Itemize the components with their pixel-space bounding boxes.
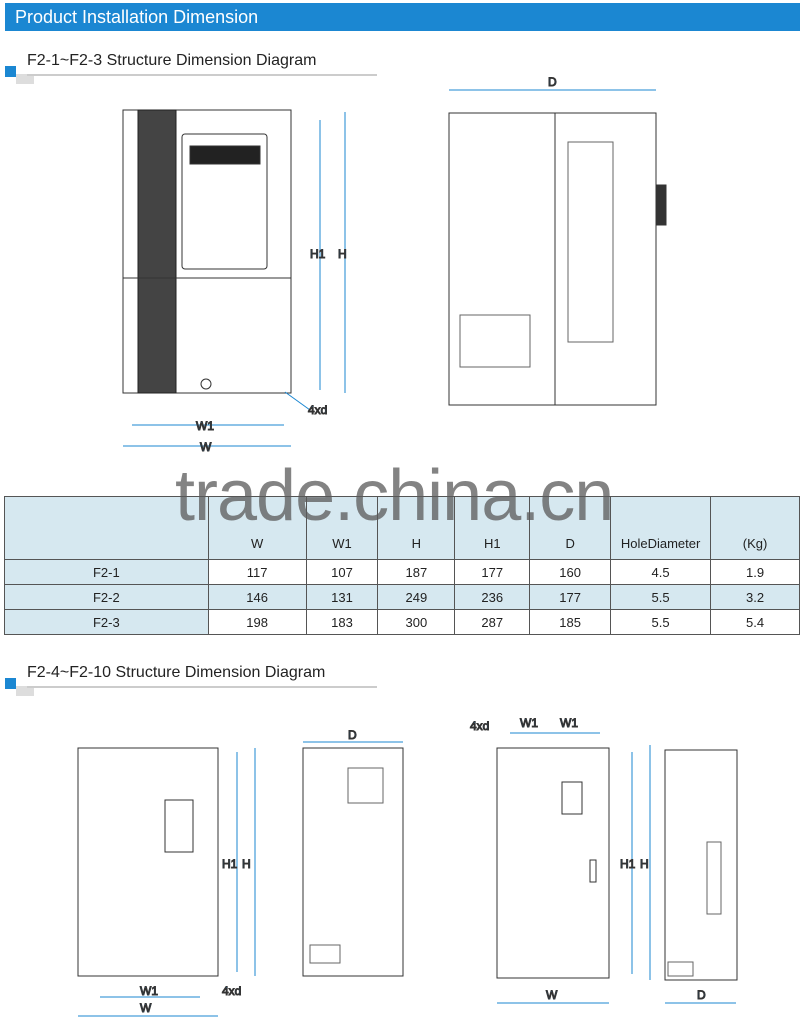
table-cell: 287 [454,609,531,635]
section-header-bar: Product Installation Dimension [5,3,800,31]
divider [27,686,377,688]
column-header: H [377,496,456,560]
title-marker-shadow [16,686,34,696]
side-view-large [302,747,404,977]
table-cell: 1.9 [710,559,800,585]
label-h: H [338,247,347,261]
column-header: HoleDiameter [610,496,712,560]
title-marker [5,678,16,689]
table-cell: 185 [529,609,612,635]
column-header: (Kg) [710,496,800,560]
front-view-large [77,747,219,977]
side-view-small [448,112,667,406]
label-w: W [546,988,558,1002]
cabinet-front-view [496,747,610,979]
front-view-small [122,109,292,394]
label-d: D [697,988,706,1002]
cabinet-side-view [664,749,738,981]
table-cell: 160 [529,559,612,585]
label-holes: 4xd [222,984,241,998]
table-cell: 146 [207,584,307,610]
label-holes: 4xd [308,403,327,417]
table-cell: 183 [305,609,379,635]
table-cell: 177 [454,559,531,585]
large-front-dimension-lines [78,748,256,1017]
label-d: D [348,728,357,742]
table-cell: 5.4 [710,609,800,635]
table-cell: 177 [529,584,612,610]
section-title-text: F2-1~F2-3 Structure Dimension Diagram [27,52,317,69]
label-h1: H1 [222,857,238,871]
section-title-1: F2-1~F2-3 Structure Dimension Diagram [5,52,385,84]
table-cell: 3.2 [710,584,800,610]
table-cell: F2-2 [4,584,209,610]
column-header: W1 [305,496,379,560]
table-cell: 5.5 [610,584,712,610]
label-w: W [140,1001,152,1015]
table-cell: 300 [377,609,456,635]
label-h: H [640,857,649,871]
table-cell: 249 [377,584,456,610]
label-h: H [242,857,251,871]
table-cell: 236 [454,584,531,610]
label-w1: W1 [520,716,538,730]
table-cell: F2-3 [4,609,209,635]
label-w1: W1 [560,716,578,730]
label-h1: H1 [620,857,636,871]
table-cell: 4.5 [610,559,712,585]
front-dimension-lines [123,112,346,447]
table-cell: 187 [377,559,456,585]
table-cell: 5.5 [610,609,712,635]
title-marker [5,66,16,77]
table-cell: F2-1 [4,559,209,585]
section-title-text: F2-4~F2-10 Structure Dimension Diagram [27,664,326,681]
section-title-2: F2-4~F2-10 Structure Dimension Diagram [5,664,385,696]
label-d: D [548,75,557,89]
watermark: trade.china.cn [175,456,614,536]
label-w1: W1 [196,419,214,433]
table-cell: 131 [305,584,379,610]
table-cell: 107 [305,559,379,585]
divider [27,74,377,76]
label-w: W [200,440,212,454]
column-header: W [207,496,307,560]
column-header [4,496,209,560]
column-header: D [529,496,612,560]
label-holes: 4xd [470,719,489,733]
table-cell: 198 [207,609,307,635]
cabinet-dimension-lines [497,732,736,1004]
title-marker-shadow [16,74,34,84]
label-h1: H1 [310,247,326,261]
label-w1: W1 [140,984,158,998]
table-cell: 117 [207,559,307,585]
